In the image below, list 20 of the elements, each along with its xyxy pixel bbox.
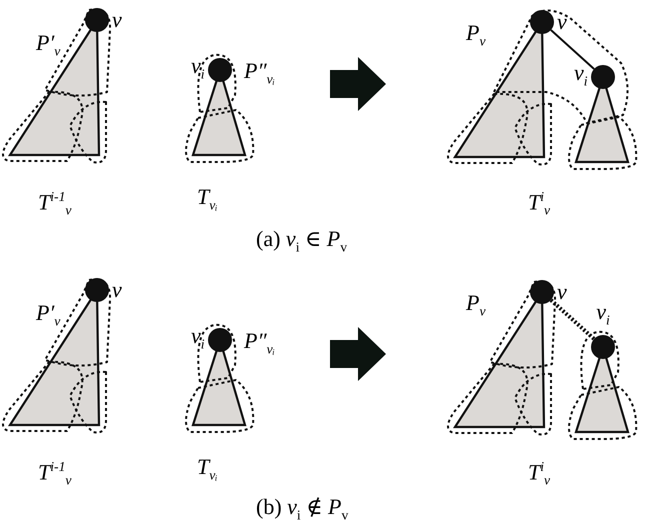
vertex-label: v$_{i}$: [191, 54, 205, 84]
tree-edge: [550, 29, 595, 70]
math-label: P″$_{vᵢ}$: [244, 58, 275, 88]
tree-edge: [550, 298, 596, 340]
vertex-label: v: [557, 280, 567, 304]
math-label: T$_{vᵢ}$: [197, 184, 218, 214]
subfigure-caption: (a) v$_{i}$ ∈ P$_{v}$: [256, 226, 348, 256]
vertex-label: v: [112, 278, 122, 302]
math-label: P$_{v}$: [466, 290, 486, 320]
vertex-label: v$_{i}$: [596, 300, 610, 330]
math-label: T$_{vᵢ}$: [197, 454, 218, 484]
vertex-label: v: [112, 8, 122, 32]
subfigure-caption: (b) v$_{i}$ ∉ P$_{v}$: [256, 494, 348, 524]
vertex-label: v$_{i}$: [191, 324, 205, 354]
math-label: P″$_{vᵢ}$: [244, 328, 275, 358]
math-label: P$_{v}$: [466, 20, 486, 50]
vertex-label: v$_{i}$: [574, 61, 588, 90]
math-label: P′$_{v}$: [36, 300, 60, 330]
vertex-label: v: [557, 10, 567, 34]
math-label: P′$_{v}$: [36, 30, 60, 60]
